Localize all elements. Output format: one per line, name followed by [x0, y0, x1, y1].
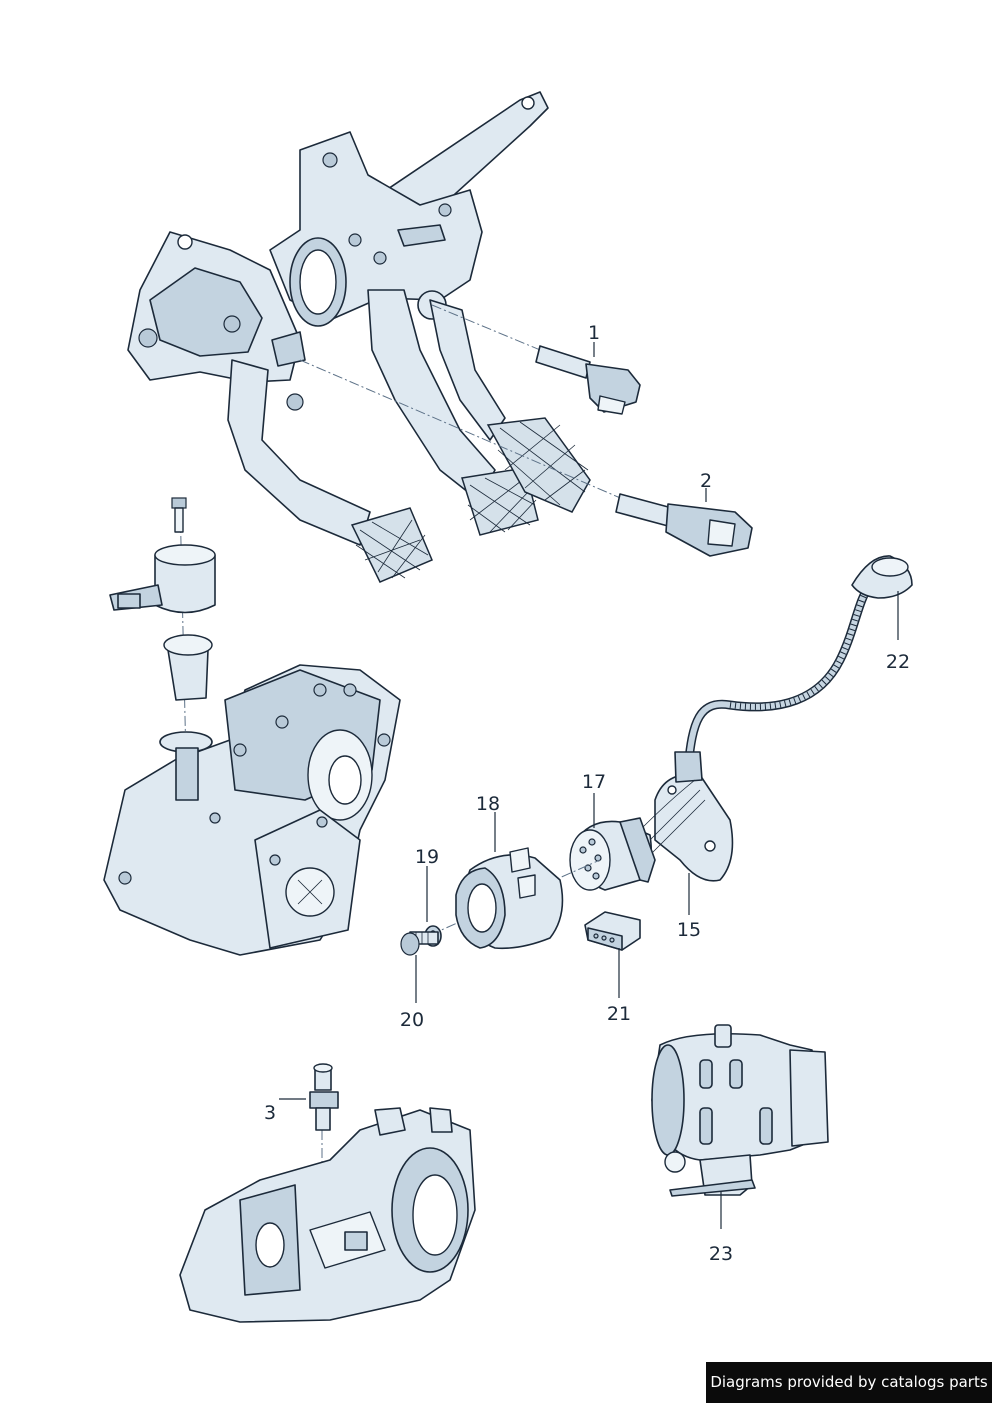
- callout-3: 3: [264, 1102, 276, 1124]
- callout-2: 2: [700, 470, 712, 492]
- switch-2: [299, 359, 753, 557]
- connector-17: [569, 817, 656, 891]
- screw-20: [400, 925, 442, 956]
- gearbox-sensor-stack: [109, 497, 216, 761]
- actuator-23: [651, 1024, 829, 1197]
- sleeve-18: [429, 847, 601, 950]
- harness-cable: [683, 580, 875, 775]
- leader-lines: [279, 342, 899, 1229]
- flange-15: [639, 751, 734, 882]
- grommet-22: [851, 555, 913, 599]
- callout-20: 20: [400, 1009, 424, 1031]
- callout-23: 23: [709, 1243, 733, 1265]
- callout-17: 17: [582, 771, 606, 793]
- credit-banner: Diagrams provided by catalogs parts: [706, 1362, 992, 1403]
- switch-1: [431, 304, 641, 415]
- callout-numbers: 1 2 3 15 17 18 19 20 21 22 23: [264, 322, 910, 1265]
- callout-1: 1: [588, 322, 600, 344]
- callout-21: 21: [607, 1003, 631, 1025]
- lower-gearbox: [179, 1107, 476, 1323]
- pedal-assembly: [127, 91, 591, 583]
- callout-19: 19: [415, 846, 439, 868]
- gearbox-housing: [103, 664, 401, 956]
- connector-block-21: [584, 911, 641, 951]
- callout-22: 22: [886, 651, 910, 673]
- callout-15: 15: [677, 919, 701, 941]
- switch-3: [309, 1063, 339, 1131]
- callout-18: 18: [476, 793, 500, 815]
